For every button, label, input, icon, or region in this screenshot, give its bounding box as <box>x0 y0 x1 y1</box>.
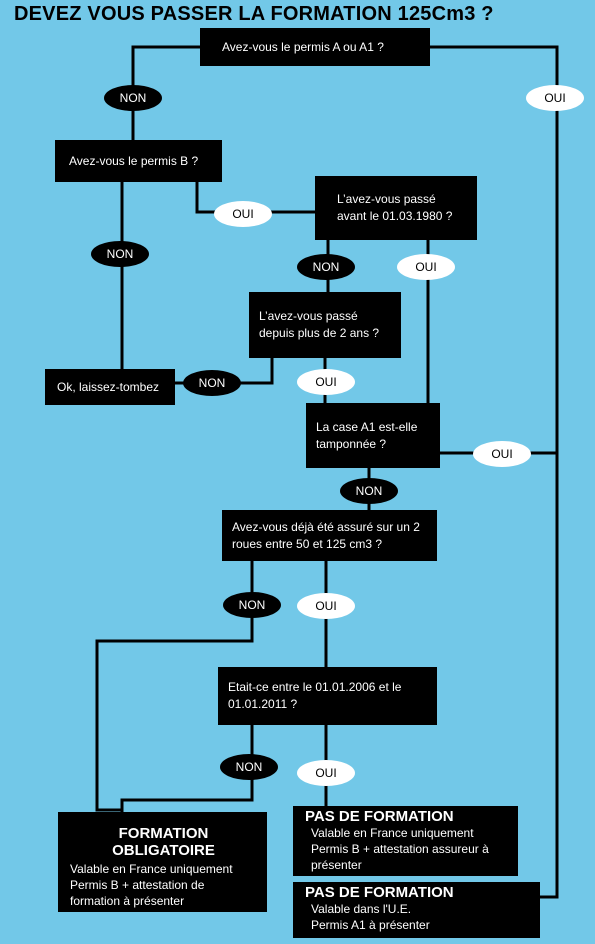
no-label: NON <box>223 592 281 618</box>
yes-label: OUI <box>214 201 272 227</box>
terminal-give-up: Ok, laissez-tombez <box>45 369 175 405</box>
question-before-1980: L’avez-vous passé avant le 01.03.1980 ? <box>315 176 477 240</box>
yes-label: OUI <box>397 254 455 280</box>
question-more-than-2-years: L’avez-vous passé depuis plus de 2 ans ? <box>249 292 401 358</box>
connector-q1-yes <box>430 45 559 899</box>
question-text: Avez-vous déjà été assuré sur un 2 roues… <box>232 519 420 551</box>
yes-label: OUI <box>526 85 584 111</box>
question-insured-2-wheels: Avez-vous déjà été assuré sur un 2 roues… <box>222 510 437 561</box>
yes-label: OUI <box>297 593 355 619</box>
result-validity: Valable dans l'U.E. <box>311 902 412 916</box>
result-documents: Permis B + attestation assureur à présen… <box>311 842 489 872</box>
terminal-text: Ok, laissez-tombez <box>57 379 160 394</box>
result-title: PAS DE FORMATION <box>305 884 454 901</box>
result-validity: Valable en France uniquement <box>70 862 233 876</box>
question-permis-a: Avez-vous le permis A ou A1 ? <box>200 28 430 66</box>
question-text: Etait-ce entre le 01.01.2006 et le 01.01… <box>228 680 402 711</box>
result-formation-obligatoire: FORMATION OBLIGATOIRE Valable en France … <box>58 812 267 912</box>
question-text: Avez-vous le permis B ? <box>69 153 199 168</box>
question-text: L’avez-vous passé avant le 01.03.1980 ? <box>337 192 453 223</box>
result-pas-de-formation-ue: PAS DE FORMATION Valable dans l'U.E. Per… <box>293 882 540 938</box>
no-label: NON <box>220 754 278 780</box>
yes-label: OUI <box>297 760 355 786</box>
question-text: Avez-vous le permis A ou A1 ? <box>222 39 384 54</box>
yes-label: OUI <box>297 369 355 395</box>
connector-q2-yes <box>195 182 315 214</box>
question-permis-b: Avez-vous le permis B ? <box>55 140 222 182</box>
question-text: L’avez-vous passé depuis plus de 2 ans ? <box>259 309 380 340</box>
no-label: NON <box>297 254 355 280</box>
result-pas-de-formation-france: PAS DE FORMATION Valable en France uniqu… <box>293 806 518 876</box>
yes-label: OUI <box>473 441 531 467</box>
no-label: NON <box>91 241 149 267</box>
question-2006-2011: Etait-ce entre le 01.01.2006 et le 01.01… <box>218 667 437 725</box>
no-label: NON <box>183 370 241 396</box>
question-a1-stamped: La case A1 est-elle tamponnée ? <box>306 403 440 468</box>
result-documents: Permis A1 à présenter <box>311 918 430 932</box>
question-text: La case A1 est-elle tamponnée ? <box>316 419 418 451</box>
result-validity: Valable en France uniquement <box>311 826 474 840</box>
page-title: DEVEZ VOUS PASSER LA FORMATION 125Cm3 ? <box>14 3 494 25</box>
result-documents: Permis B + attestation de formation à pr… <box>70 878 205 908</box>
result-title: FORMATION OBLIGATOIRE <box>112 825 215 859</box>
no-label: NON <box>104 85 162 111</box>
no-label: NON <box>340 478 398 504</box>
result-title: PAS DE FORMATION <box>305 808 454 825</box>
